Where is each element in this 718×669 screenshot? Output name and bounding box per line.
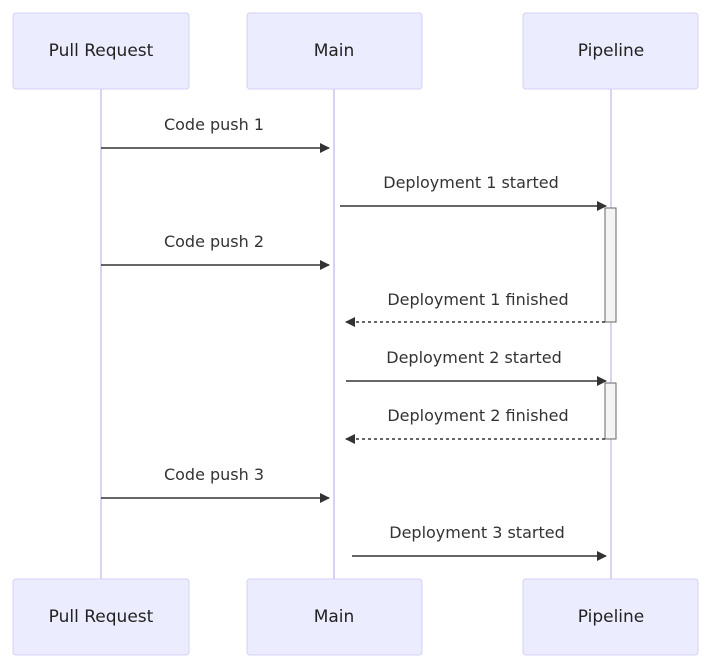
actor-bottom-main: Main [246,578,423,656]
message-label: Deployment 1 finished [387,290,568,309]
actor-bottom-pull-request: Pull Request [12,578,190,656]
message-label: Deployment 3 started [389,523,564,542]
message-label: Code push 2 [164,232,264,251]
message-label: Deployment 1 started [383,173,558,192]
message-deployment-2-started: Deployment 2 started [346,348,607,386]
actor-top-pipeline: Pipeline [522,12,699,90]
message-code-push-2: Code push 2 [101,232,330,270]
activation-bar [604,382,617,440]
message-label: Deployment 2 started [386,348,561,367]
message-deployment-1-finished: Deployment 1 finished [345,290,605,327]
actor-top-pull-request: Pull Request [12,12,190,90]
message-label: Deployment 2 finished [387,406,568,425]
message-deployment-1-started: Deployment 1 started [340,173,607,211]
actor-bottom-pipeline: Pipeline [522,578,699,656]
actor-label: Pipeline [578,41,645,61]
actor-top-main: Main [246,12,423,90]
message-deployment-3-started: Deployment 3 started [352,523,607,561]
actor-label: Main [314,41,355,61]
actor-label: Pipeline [578,607,645,627]
activation-bar [604,207,617,323]
actor-label: Pull Request [49,607,154,627]
message-code-push-3: Code push 3 [101,465,330,503]
message-label: Code push 3 [164,465,264,484]
message-code-push-1: Code push 1 [101,115,330,153]
message-label: Code push 1 [164,115,264,134]
actor-label: Pull Request [49,41,154,61]
message-deployment-2-finished: Deployment 2 finished [345,406,605,444]
actor-label: Main [314,607,355,627]
